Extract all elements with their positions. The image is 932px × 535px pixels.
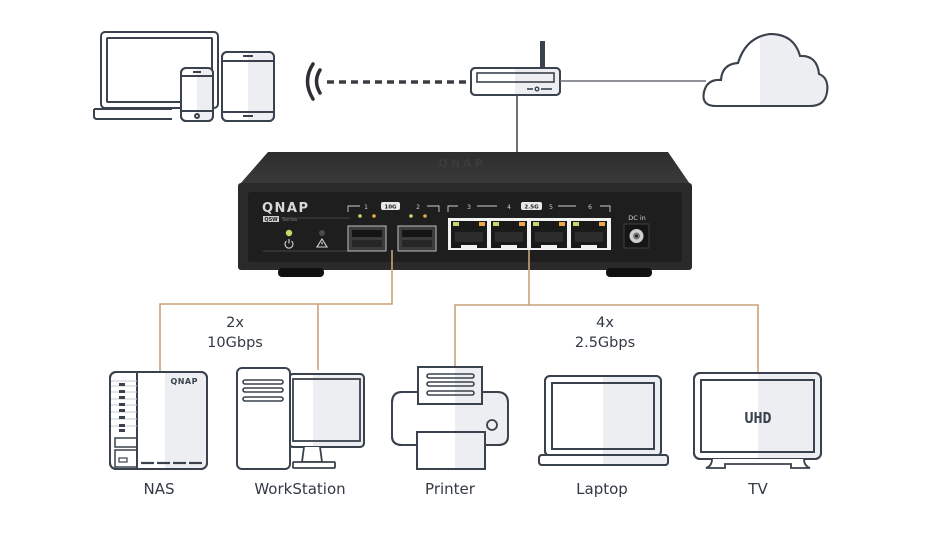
- rj45-port-5[interactable]: [531, 221, 567, 248]
- phone-client-icon: [180, 67, 214, 122]
- sfp-port-1[interactable]: [347, 225, 387, 252]
- switch-brand-logo: QNAP: [262, 201, 310, 216]
- series-text: Series: [282, 217, 298, 223]
- series-badge: QSW: [264, 217, 278, 223]
- wifi-waves-icon: [305, 62, 322, 101]
- rj45-port-5-number: 5: [549, 204, 553, 211]
- warning-icon: [316, 237, 328, 248]
- sfp-port-1-number: 1: [364, 204, 368, 211]
- sfp-link-speed: 10Gbps: [207, 335, 263, 351]
- nas-brand-logo: QNAP: [170, 377, 198, 386]
- device-label-nas: NAS: [143, 480, 175, 498]
- power-led: [285, 229, 293, 237]
- dc-in-label: DC in: [628, 214, 646, 222]
- sfp-link-label: 2x 10Gbps: [190, 313, 280, 353]
- power-icon: [284, 239, 294, 249]
- sfp-speed-badge: 10G: [384, 205, 397, 211]
- device-label-laptop: Laptop: [576, 480, 628, 498]
- sfp-link-lines: [159, 250, 393, 372]
- router-icon: [470, 41, 561, 96]
- switch-foot-left: [278, 268, 324, 277]
- sfp-port-2-number: 2: [416, 204, 420, 211]
- laptop-device-icon: [538, 375, 669, 466]
- switch-top-logo: QNAP: [438, 157, 485, 170]
- rj45-link-speed: 2.5Gbps: [574, 335, 636, 351]
- device-label-printer: Printer: [425, 480, 475, 498]
- workstation-icon: [236, 367, 365, 470]
- alert-led: [319, 230, 325, 236]
- rj45-port-6[interactable]: [571, 221, 607, 248]
- rj45-port-6-number: 6: [588, 204, 592, 211]
- rj45-speed-badge: 2.5G: [524, 205, 539, 211]
- network-switch: QNAP QNAP QSW Series 1 10G 2: [238, 152, 692, 277]
- rj45-link-label: 4x 2.5Gbps: [560, 313, 650, 353]
- sfp-link-count: 2x: [226, 315, 244, 331]
- switch-foot-right: [606, 268, 652, 277]
- device-label-workstation: WorkStation: [254, 480, 346, 498]
- sfp-port-2[interactable]: [397, 225, 437, 252]
- tv-icon: UHD: [693, 372, 822, 469]
- rj45-port-4[interactable]: [491, 221, 527, 248]
- printer-icon: [391, 366, 509, 470]
- rj45-port-4-number: 4: [507, 204, 511, 211]
- rj45-port-3-number: 3: [467, 204, 471, 211]
- tablet-client-icon: [221, 51, 275, 122]
- rj45-link-lines: [454, 250, 759, 373]
- cloud-icon: [702, 32, 829, 107]
- nas-icon: QNAP: [109, 371, 208, 470]
- tv-screen-text: UHD: [744, 409, 771, 427]
- rj45-port-3[interactable]: [451, 221, 487, 248]
- rj45-link-count: 4x: [596, 315, 614, 331]
- device-label-tv: TV: [748, 480, 768, 498]
